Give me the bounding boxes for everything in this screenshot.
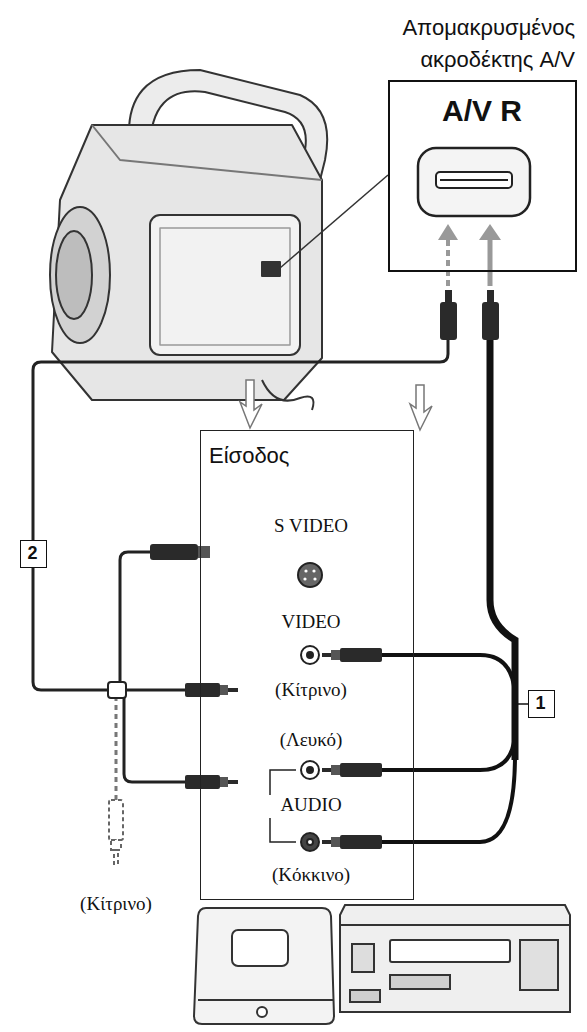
dvd-writer xyxy=(194,908,334,1024)
splitter xyxy=(108,682,126,698)
leader-line xyxy=(280,175,388,268)
input-panel: Είσοδος S VIDEO VIDEO (Κίτρινο) (Λευκό) AUDIO… xyxy=(200,430,414,900)
camcorder xyxy=(50,70,327,410)
av-port xyxy=(418,148,530,216)
terminal-inset: Απομακρυσμένος ακροδέκτης A/VA/V R xyxy=(388,80,577,272)
color-note: (Κόκκινο) xyxy=(211,864,411,886)
cable-1 xyxy=(380,340,528,842)
terminal-heading: Απομακρυσμένος ακροδέκτης A/V xyxy=(325,12,575,76)
callout-number: 1 xyxy=(529,693,552,714)
terminal-name: A/V R xyxy=(390,94,574,129)
jack-name: VIDEO xyxy=(211,611,411,633)
callout-box: 2 xyxy=(20,540,47,568)
vcr xyxy=(340,905,570,1012)
cable-2 xyxy=(33,340,448,800)
cable-2-plugs xyxy=(150,544,238,789)
flow-arrows xyxy=(240,380,432,430)
jack-name: AUDIO xyxy=(211,794,411,816)
av-plugs xyxy=(440,290,499,340)
callout-box: 1 xyxy=(528,690,555,718)
color-note: (Λευκό) xyxy=(211,729,411,751)
insert-arrows xyxy=(438,224,501,286)
color-note: (Κίτρινο) xyxy=(46,893,186,915)
yellow-plug xyxy=(109,800,123,864)
panel-heading: Είσοδος xyxy=(209,443,399,468)
color-note: (Κίτρινο) xyxy=(211,679,411,701)
jack-name: S VIDEO xyxy=(211,515,411,537)
callout-number: 2 xyxy=(21,543,44,564)
